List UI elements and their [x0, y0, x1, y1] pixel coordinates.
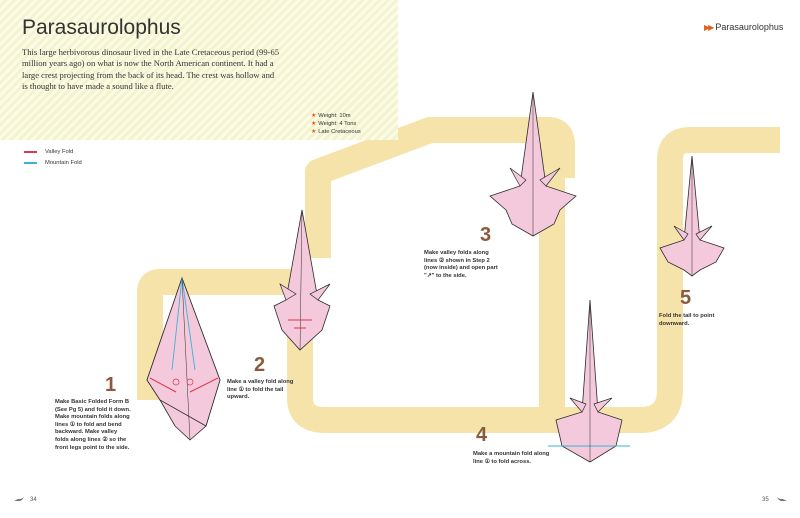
step-1-diagram — [146, 276, 221, 441]
step-path-right — [420, 127, 780, 433]
mountain-line-icon — [24, 162, 37, 164]
step-4-diagram — [548, 299, 630, 463]
section-header: ▶▶Parasaurolophus — [704, 22, 784, 32]
stat-item: ★Weight: 4 Tons — [311, 121, 357, 127]
step-1-text: Make Basic Folded Form B (See Pg 5) and … — [55, 399, 131, 451]
star-icon: ★ — [311, 129, 317, 135]
legend-mountain: Mountain Fold — [24, 160, 82, 166]
stat-item: ★Late Cretaceous — [311, 129, 361, 135]
intro-panel — [0, 0, 398, 140]
step-2-number: 2 — [254, 354, 266, 376]
dinosaur-footer-icon — [777, 497, 787, 501]
page-title: Parasaurolophus — [22, 16, 181, 39]
intro-text: This large herbivorous dinosaur lived in… — [22, 47, 280, 92]
step-4-text: Make a mountain fold along line ① to fol… — [473, 451, 550, 465]
legend-valley: Valley Fold — [24, 149, 73, 155]
step-3-number: 3 — [480, 224, 492, 246]
dinosaur-footer-icon — [14, 497, 24, 501]
step-2-text: Make a valley fold along line ① to fold … — [227, 379, 294, 401]
page-number-right: 35 — [762, 497, 769, 503]
step-path-upper — [305, 117, 575, 258]
step-5-diagram — [659, 155, 725, 277]
valley-line-icon — [24, 151, 37, 153]
step-5-text: Fold the tail to point downward. — [659, 313, 715, 327]
dinosaur-stats: ★Weight: 10m ★Weight: 4 Tons ★Late Creta… — [311, 112, 361, 136]
star-icon: ★ — [311, 113, 317, 119]
step-2-diagram — [273, 209, 331, 351]
stat-item: ★Weight: 10m — [311, 113, 351, 119]
step-3-diagram — [489, 91, 577, 237]
step-3-text: Make valley folds along lines ② shown in… — [424, 250, 498, 279]
page-number-left: 34 — [30, 497, 37, 503]
double-arrow-icon: ▶▶ — [704, 23, 714, 32]
step-1-number: 1 — [105, 374, 117, 396]
step-5-number: 5 — [680, 287, 692, 309]
star-icon: ★ — [311, 121, 317, 127]
step-4-number: 4 — [476, 424, 488, 446]
